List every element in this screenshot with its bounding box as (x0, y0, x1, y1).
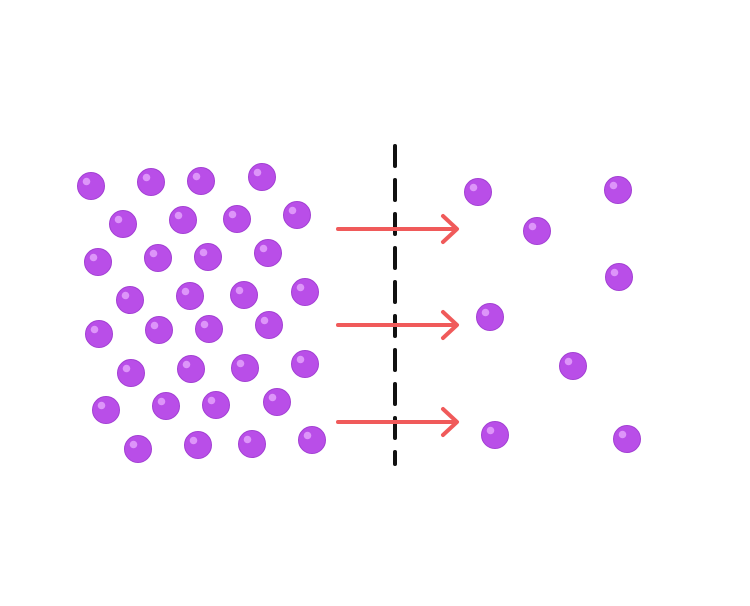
particle (255, 311, 283, 339)
right-arrow-icon (336, 407, 459, 437)
particle (291, 350, 319, 378)
particle (137, 168, 165, 196)
particle (464, 178, 492, 206)
particle (117, 359, 145, 387)
particle (481, 421, 509, 449)
particle (263, 388, 291, 416)
particle (238, 430, 266, 458)
particle (195, 315, 223, 343)
particle (187, 167, 215, 195)
right-arrow-icon (336, 310, 459, 340)
right-arrow-icon (336, 214, 459, 244)
particle (145, 316, 173, 344)
particle (176, 282, 204, 310)
diffusion-arrows (336, 214, 459, 437)
low-concentration-particles (464, 176, 641, 453)
particle (605, 263, 633, 291)
particle (298, 426, 326, 454)
particle (523, 217, 551, 245)
particle (202, 391, 230, 419)
particle (559, 352, 587, 380)
particle (248, 163, 276, 191)
high-concentration-particles (77, 163, 326, 463)
particle (223, 205, 251, 233)
particle (230, 281, 258, 309)
particle (92, 396, 120, 424)
particle (169, 206, 197, 234)
particle (124, 435, 152, 463)
particle (254, 239, 282, 267)
particle (231, 354, 259, 382)
particle (613, 425, 641, 453)
particle (84, 248, 112, 276)
particle (144, 244, 172, 272)
particle (109, 210, 137, 238)
particle (177, 355, 205, 383)
particle (283, 201, 311, 229)
particle (291, 278, 319, 306)
particle (152, 392, 180, 420)
particle (116, 286, 144, 314)
particle (85, 320, 113, 348)
particle (77, 172, 105, 200)
particle (476, 303, 504, 331)
particle (194, 243, 222, 271)
particle (184, 431, 212, 459)
particle (604, 176, 632, 204)
